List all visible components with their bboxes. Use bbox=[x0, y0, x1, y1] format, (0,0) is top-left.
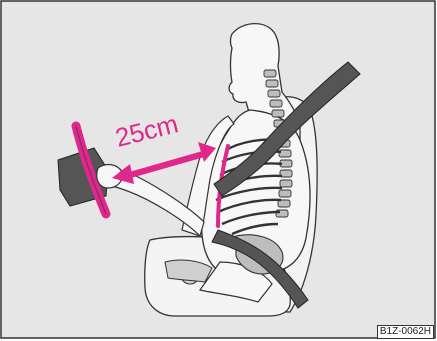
figure-code: B1Z-0062H bbox=[377, 325, 434, 339]
